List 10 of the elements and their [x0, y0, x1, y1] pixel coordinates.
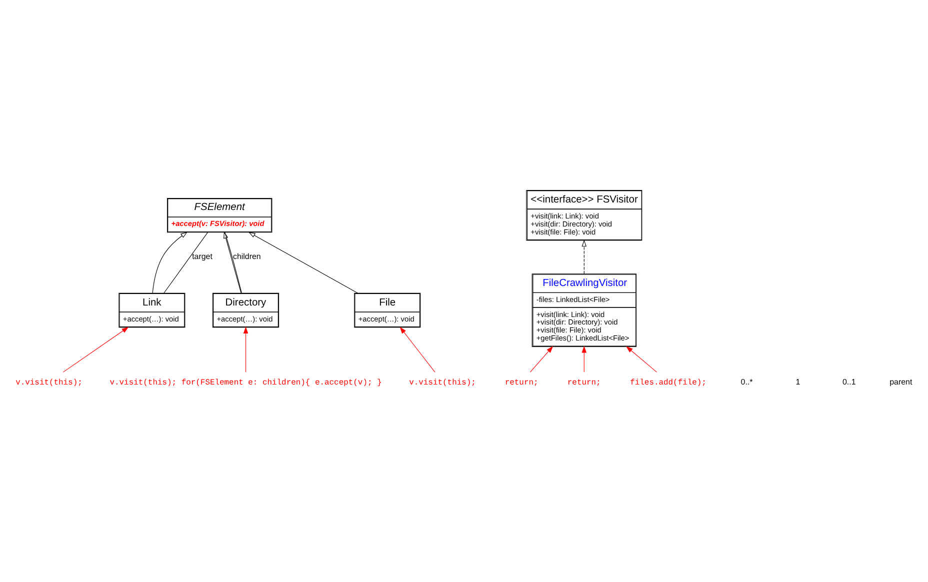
arrow: [530, 346, 554, 372]
arrow: [152, 231, 188, 293]
connector: [164, 232, 208, 293]
arrow: [626, 346, 658, 372]
arrow: [243, 326, 248, 372]
arrow: [582, 345, 587, 372]
arrow: [248, 232, 358, 293]
arrow: [400, 326, 436, 372]
arrow: [582, 239, 587, 274]
arrow: [62, 326, 129, 372]
